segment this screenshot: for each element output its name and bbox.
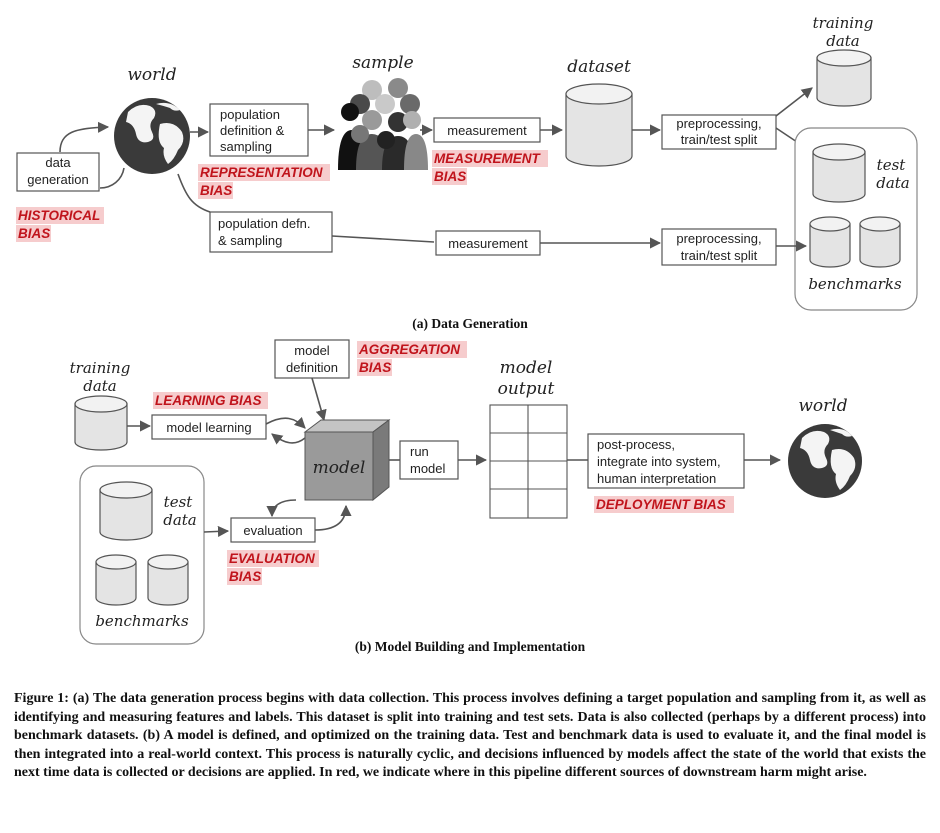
dataset-cylinder-icon (565, 83, 633, 167)
population-definition-box (209, 103, 309, 157)
preprocessing-a2-line1: preprocessing, (676, 231, 761, 246)
model-definition-line2: definition (286, 360, 338, 375)
world-globe-icon (114, 98, 190, 174)
population-defn-box-2 (209, 211, 333, 253)
data-generation-box (16, 152, 100, 192)
model-definition-line1: model (294, 343, 330, 358)
dataset-label: dataset (567, 57, 631, 77)
evaluation-box (230, 517, 316, 543)
preprocessing-a2-line2: train/test split (681, 248, 758, 263)
training-data-label-a-line1: training (813, 14, 874, 32)
model-label: model (313, 458, 366, 478)
caption-b: (b) Model Building and Implementation (355, 639, 586, 654)
data-generation-line2: generation (27, 172, 88, 187)
population-line3: sampling (220, 139, 272, 154)
representation-bias-line1: REPRESENTATION (200, 165, 323, 180)
world-label-a: world (127, 65, 176, 85)
benchmarks-label-b: benchmarks (95, 612, 189, 630)
preprocessing-a1-line2: train/test split (681, 132, 758, 147)
training-data-label-a-line2: data (826, 32, 860, 50)
population-line2: definition & (220, 123, 285, 138)
aggregation-bias-line1: AGGREGATION (358, 342, 460, 357)
model-output-label-line2: output (498, 379, 555, 399)
preprocessing-box-a1 (661, 114, 777, 150)
representation-bias-line2: BIAS (200, 183, 232, 198)
population-line1: population (220, 107, 280, 122)
model-learning-box (151, 414, 267, 440)
training-data-cylinder-icon-a (816, 49, 872, 107)
model-learning-label: model learning (166, 420, 251, 435)
preprocessing-box-a2 (661, 228, 777, 266)
evaluation-bias-line2: BIAS (229, 569, 261, 584)
aggregation-bias-line2: BIAS (359, 360, 391, 375)
measurement-label-a1: measurement (447, 123, 527, 138)
model-definition-box (274, 339, 350, 379)
measurement-label-a2: measurement (448, 236, 528, 251)
evaluation-bias-line1: EVALUATION (229, 551, 315, 566)
historical-bias-line2: BIAS (18, 226, 50, 241)
sample-crowd-icon (338, 78, 428, 170)
sample-label: sample (352, 53, 413, 73)
measurement-bias-line2: BIAS (434, 169, 466, 184)
test-data-cylinder-icon-a (812, 143, 866, 203)
model-output-label-line1: model (500, 358, 553, 378)
world-label-b: world (798, 396, 847, 416)
training-data-cylinder-icon-b (74, 395, 128, 451)
test-data-label-a-line2: data (876, 174, 910, 192)
deployment-bias: DEPLOYMENT BIAS (596, 497, 726, 512)
measurement-bias-line1: MEASUREMENT (434, 151, 542, 166)
training-data-label-b-line1: training (70, 359, 131, 377)
evaluation-label: evaluation (243, 523, 302, 538)
benchmark-cylinders-icon-a (809, 216, 901, 268)
benchmark-cylinders-icon-b (95, 554, 189, 606)
test-data-label-b-line2: data (163, 511, 197, 529)
preprocessing-a1-line1: preprocessing, (676, 116, 761, 131)
figure-caption: Figure 1: (a) The data generation proces… (14, 691, 926, 781)
test-data-cylinder-icon-b (99, 481, 153, 541)
test-data-label-a-line1: test (877, 156, 907, 174)
model-cube-icon (303, 419, 391, 502)
population2-line1: population defn. (218, 216, 311, 231)
test-data-label-b-line1: test (164, 493, 194, 511)
run-model-line2: model (410, 461, 446, 476)
data-generation-line1: data (45, 155, 71, 170)
run-model-line1: run (410, 444, 429, 459)
caption-a: (a) Data Generation (412, 316, 528, 331)
postprocess-box (587, 433, 745, 489)
population2-line2: & sampling (218, 233, 282, 248)
postprocess-line3: human interpretation (597, 471, 716, 486)
learning-bias: LEARNING BIAS (155, 393, 262, 408)
training-data-label-b-line2: data (83, 377, 117, 395)
benchmarks-label-a: benchmarks (808, 275, 902, 293)
world-globe-icon-b (788, 424, 862, 498)
postprocess-line2: integrate into system, (597, 454, 721, 469)
postprocess-line1: post-process, (597, 437, 675, 452)
model-output-grid (489, 404, 568, 519)
historical-bias-line1: HISTORICAL (18, 208, 100, 223)
